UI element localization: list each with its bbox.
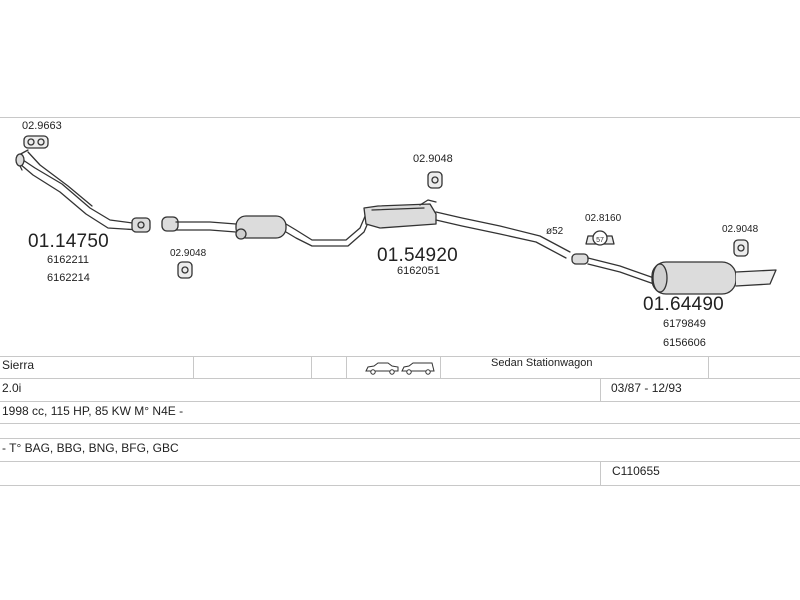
catalog-number-cell: C110655	[612, 464, 660, 478]
body-types-cell: Sedan Stationwagon	[491, 357, 593, 369]
engine-cell: 2.0i	[2, 381, 22, 395]
front-hanger-part-number: 02.9048	[170, 248, 207, 259]
front-pipe-part-number: 01.14750	[28, 231, 109, 252]
rear-hanger-part-number: 02.9048	[722, 224, 759, 235]
rear-clamp-shape	[585, 230, 615, 246]
center-section-oe-number: 6162051	[397, 265, 440, 277]
front-hanger-shape	[177, 261, 193, 279]
front-clamp-shape	[23, 135, 49, 149]
rear-hanger-shape	[733, 239, 749, 257]
rear-muffler-shape	[587, 257, 777, 295]
front-pipe-oe-number-2: 6162214	[47, 272, 90, 284]
rear-clamp-badge: 57	[596, 237, 604, 244]
center-section-part-number: 01.54920	[377, 245, 458, 266]
intermediate-pipe-shape	[161, 213, 371, 247]
center-muffler-shape	[363, 199, 571, 259]
flange-ring-shape	[571, 253, 589, 265]
front-clamp-part-number: 02.9663	[22, 120, 62, 132]
front-pipe-oe-number-1: 6162211	[47, 254, 90, 266]
model-cell: Sierra	[2, 358, 35, 372]
sedan-car-icon	[365, 362, 399, 375]
rear-clamp-part-number: 02.8160	[585, 213, 622, 224]
flange-ring-label: ø52	[546, 226, 564, 237]
engine-codes-cell: - T° BAG, BBG, BNG, BFG, GBC	[2, 441, 179, 455]
center-hanger-shape	[427, 171, 443, 189]
center-hanger-part-number: 02.9048	[413, 153, 453, 165]
rear-section-oe-number-1: 6179849	[663, 318, 706, 330]
top-divider	[0, 117, 800, 118]
rear-section-oe-number-2: 6156606	[663, 337, 706, 349]
years-cell: 03/87 - 12/93	[611, 381, 682, 395]
front-pipe-shape	[15, 149, 151, 233]
specs-cell: 1998 cc, 115 HP, 85 KW M° N4E -	[2, 404, 184, 418]
stationwagon-car-icon	[401, 362, 435, 375]
rear-section-part-number: 01.64490	[643, 294, 724, 315]
